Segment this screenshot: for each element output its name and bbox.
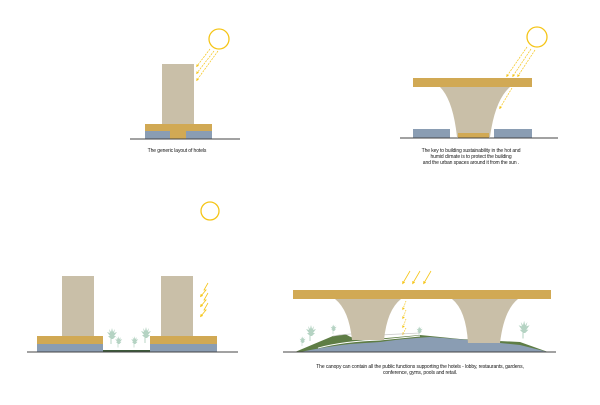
sun-rays — [499, 46, 536, 110]
canopy — [293, 290, 551, 299]
podium-right — [150, 336, 217, 344]
sun-rays — [402, 270, 432, 285]
funnel-column-right — [452, 299, 518, 343]
sun-rays — [196, 48, 219, 82]
hotel-tower — [162, 64, 194, 124]
hotel-tower-left — [62, 276, 94, 336]
green-strip — [103, 350, 150, 352]
white-path — [317, 335, 421, 349]
funnel-column-left — [335, 299, 401, 340]
panel-twin-towers — [27, 201, 238, 353]
podium — [145, 124, 212, 131]
base-center — [170, 131, 186, 139]
caption-line: The canopy can contain all the public fu… — [316, 364, 524, 370]
base-left — [37, 344, 103, 352]
podium-left — [37, 336, 103, 344]
base-right — [494, 129, 532, 138]
caption-line: humid climate is to protect the building — [430, 154, 511, 160]
panel-sun-protection: The key to building sustainability in th… — [400, 26, 558, 166]
base-left — [145, 131, 170, 139]
caption-generic: The generic layout of hotels — [148, 148, 207, 154]
base-right — [150, 344, 217, 352]
panel-generic-layout: The generic layout of hotels — [130, 28, 240, 154]
sun-icon — [208, 28, 230, 50]
base-center — [458, 133, 489, 138]
canopy — [413, 78, 532, 87]
caption-line: and the urban spaces around it from the … — [423, 160, 519, 166]
base-left — [413, 129, 450, 138]
hotel-tower-right — [161, 276, 193, 336]
sun-icon — [526, 26, 548, 48]
base-right — [186, 131, 212, 139]
filtered-rays — [402, 300, 407, 336]
caption-line: The key to building sustainability in th… — [422, 148, 521, 154]
caption-line: conference, gyms, pools and retail. — [383, 370, 457, 376]
water-mound — [300, 337, 548, 352]
palm-trees — [107, 327, 151, 348]
sun-rays — [199, 282, 209, 318]
funnel-column — [440, 87, 510, 137]
panel-canopy: The canopy can contain all the public fu… — [283, 270, 556, 376]
sun-icon — [200, 201, 220, 221]
